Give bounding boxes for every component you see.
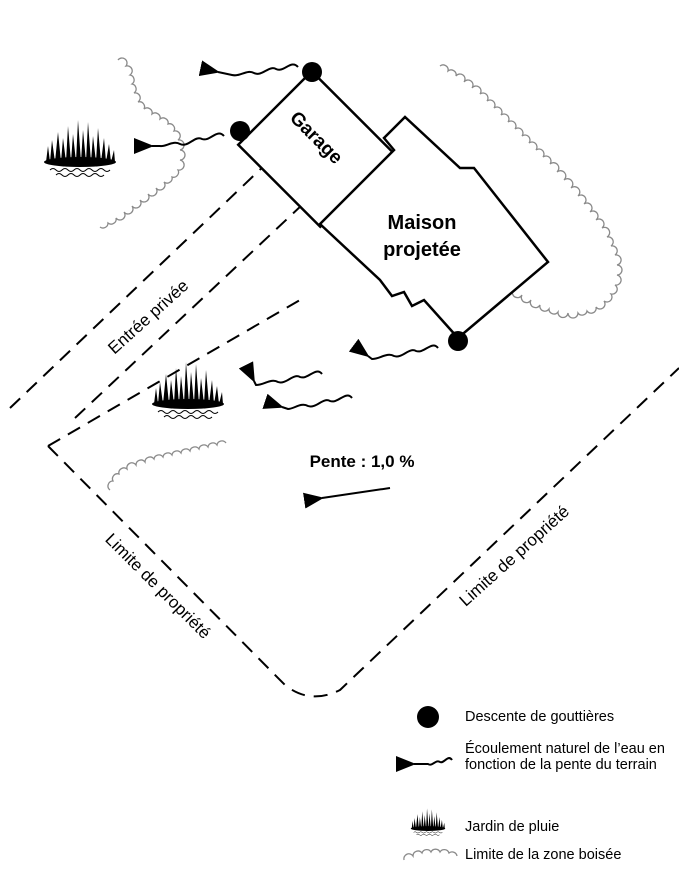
rain-garden-icon xyxy=(43,119,117,177)
grass-tuft-icon xyxy=(410,808,446,836)
downspout-icon xyxy=(230,121,250,141)
slope-arrow xyxy=(303,487,391,509)
wavy-arrow-icon xyxy=(348,338,439,361)
wavy-arrow-icon xyxy=(396,756,453,772)
rain-garden-icon xyxy=(151,361,225,419)
scalloped-line-icon xyxy=(403,848,458,861)
wavy-arrow-icon xyxy=(134,132,225,154)
property-limit-label-left: Limite de propriété xyxy=(101,530,214,643)
property-limit-label-right: Limite de propriété xyxy=(456,502,573,610)
legend xyxy=(396,706,458,861)
wavy-arrow-icon xyxy=(238,361,323,387)
legend-woods-label: Limite de la zone boisée xyxy=(465,847,622,863)
legend-flow-label: Écoulement naturel de l’eau en fonction … xyxy=(465,741,665,773)
house-label-line2: projetée xyxy=(383,239,461,261)
driveway-lines xyxy=(9,161,319,419)
legend-rain-garden-label: Jardin de pluie xyxy=(465,819,560,835)
wavy-arrow-icon xyxy=(262,393,353,411)
driveway-label: Entrée privée xyxy=(104,276,192,358)
black-dot-icon xyxy=(417,706,439,728)
legend-downspout-label: Descente de gouttières xyxy=(465,709,615,725)
house-building xyxy=(318,115,550,340)
wavy-arrow-icon xyxy=(198,60,299,77)
slope-label: Pente : 1,0 % xyxy=(310,452,415,471)
property-limit-line xyxy=(47,299,679,698)
downspout-icon xyxy=(302,62,322,82)
flow-arrows xyxy=(134,60,439,509)
house-label-line1: Maison xyxy=(388,212,457,234)
downspout-icon xyxy=(448,331,468,351)
